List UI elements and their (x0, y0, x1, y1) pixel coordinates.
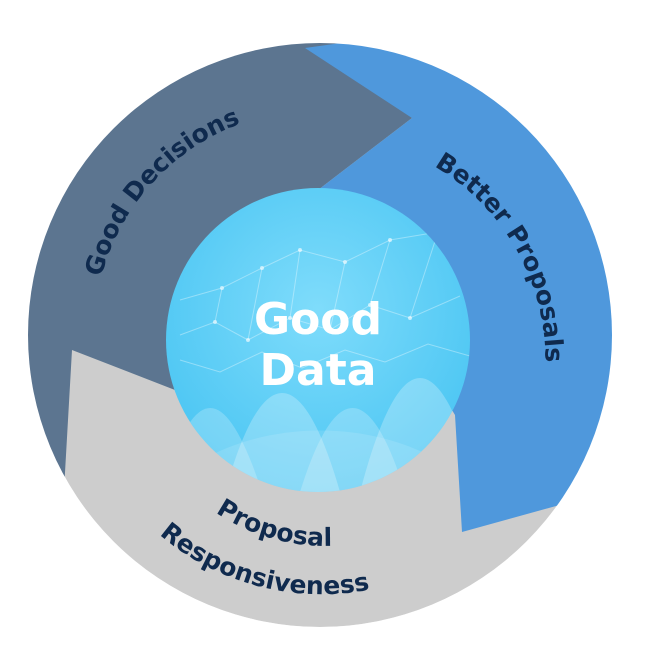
center-title-line2: Data (260, 345, 377, 396)
center-title-line1: Good (254, 294, 382, 345)
center-circle: Good Data (166, 188, 470, 492)
